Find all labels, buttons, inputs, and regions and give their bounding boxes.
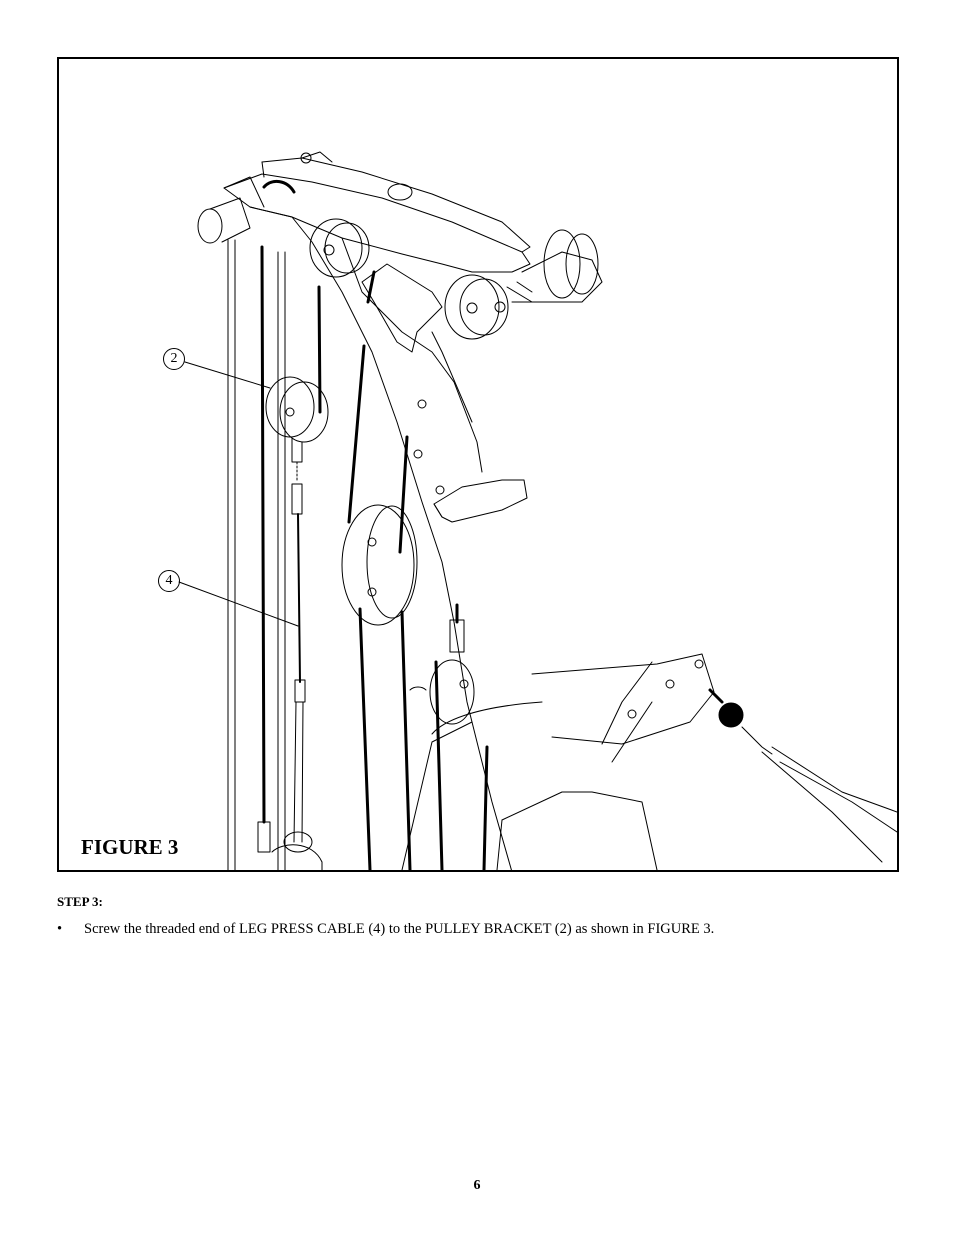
instruction-text: Screw the threaded end of LEG PRESS CABL… xyxy=(84,921,715,937)
figure-3-frame: 2 4 FIGURE 3 xyxy=(57,57,899,872)
gym-machine-illustration xyxy=(178,151,897,870)
figure-label: FIGURE 3 xyxy=(81,835,179,859)
step-instruction: • Screw the threaded end of LEG PRESS CAB… xyxy=(57,921,714,938)
bullet-icon: • xyxy=(57,921,63,937)
callout-4: 4 xyxy=(158,570,180,592)
step-title: STEP 3: xyxy=(57,894,103,909)
page-number: 6 xyxy=(473,1178,481,1193)
callout-2: 2 xyxy=(163,348,185,370)
